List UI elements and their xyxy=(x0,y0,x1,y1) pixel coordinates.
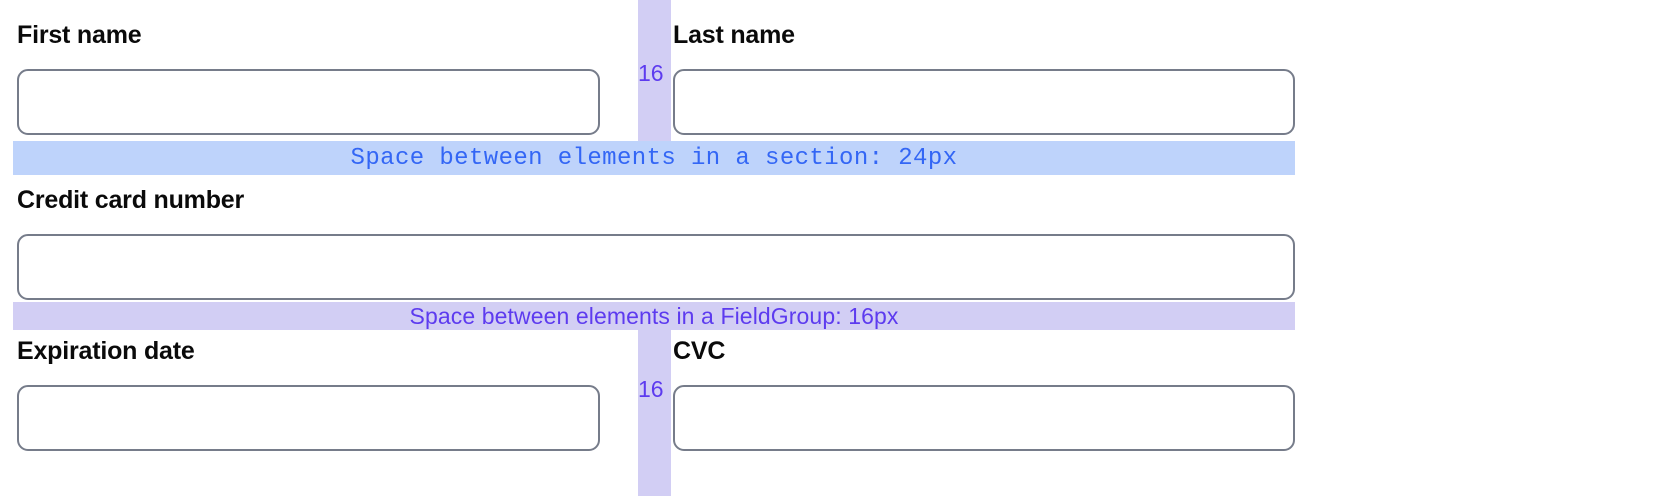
input-last-name[interactable] xyxy=(673,69,1295,135)
label-first-name: First name xyxy=(17,21,142,49)
annotation-bar-section-spacing-text: Space between elements in a section: 24p… xyxy=(350,144,958,172)
input-cvc[interactable] xyxy=(673,385,1295,451)
annotation-bar-fieldgroup-spacing-text: Space between elements in a FieldGroup: … xyxy=(409,302,899,329)
label-expiration-date: Expiration date xyxy=(17,337,195,365)
label-credit-card-number: Credit card number xyxy=(17,186,245,214)
input-first-name[interactable] xyxy=(17,69,600,135)
gap-annotation-name-row: 16 xyxy=(638,0,671,143)
annotation-bar-fieldgroup-spacing: Space between elements in a FieldGroup: … xyxy=(13,302,1295,330)
input-expiration-date[interactable] xyxy=(17,385,600,451)
gap-annotation-expiry-row: 16 xyxy=(638,330,671,496)
input-credit-card-number[interactable] xyxy=(17,234,1295,300)
label-last-name: Last name xyxy=(673,21,795,49)
annotation-bar-section-spacing: Space between elements in a section: 24p… xyxy=(13,141,1295,175)
label-cvc: CVC xyxy=(673,337,726,365)
gap-annotation-expiry-row-label: 16 xyxy=(638,376,664,402)
gap-annotation-name-row-label: 16 xyxy=(638,60,664,86)
